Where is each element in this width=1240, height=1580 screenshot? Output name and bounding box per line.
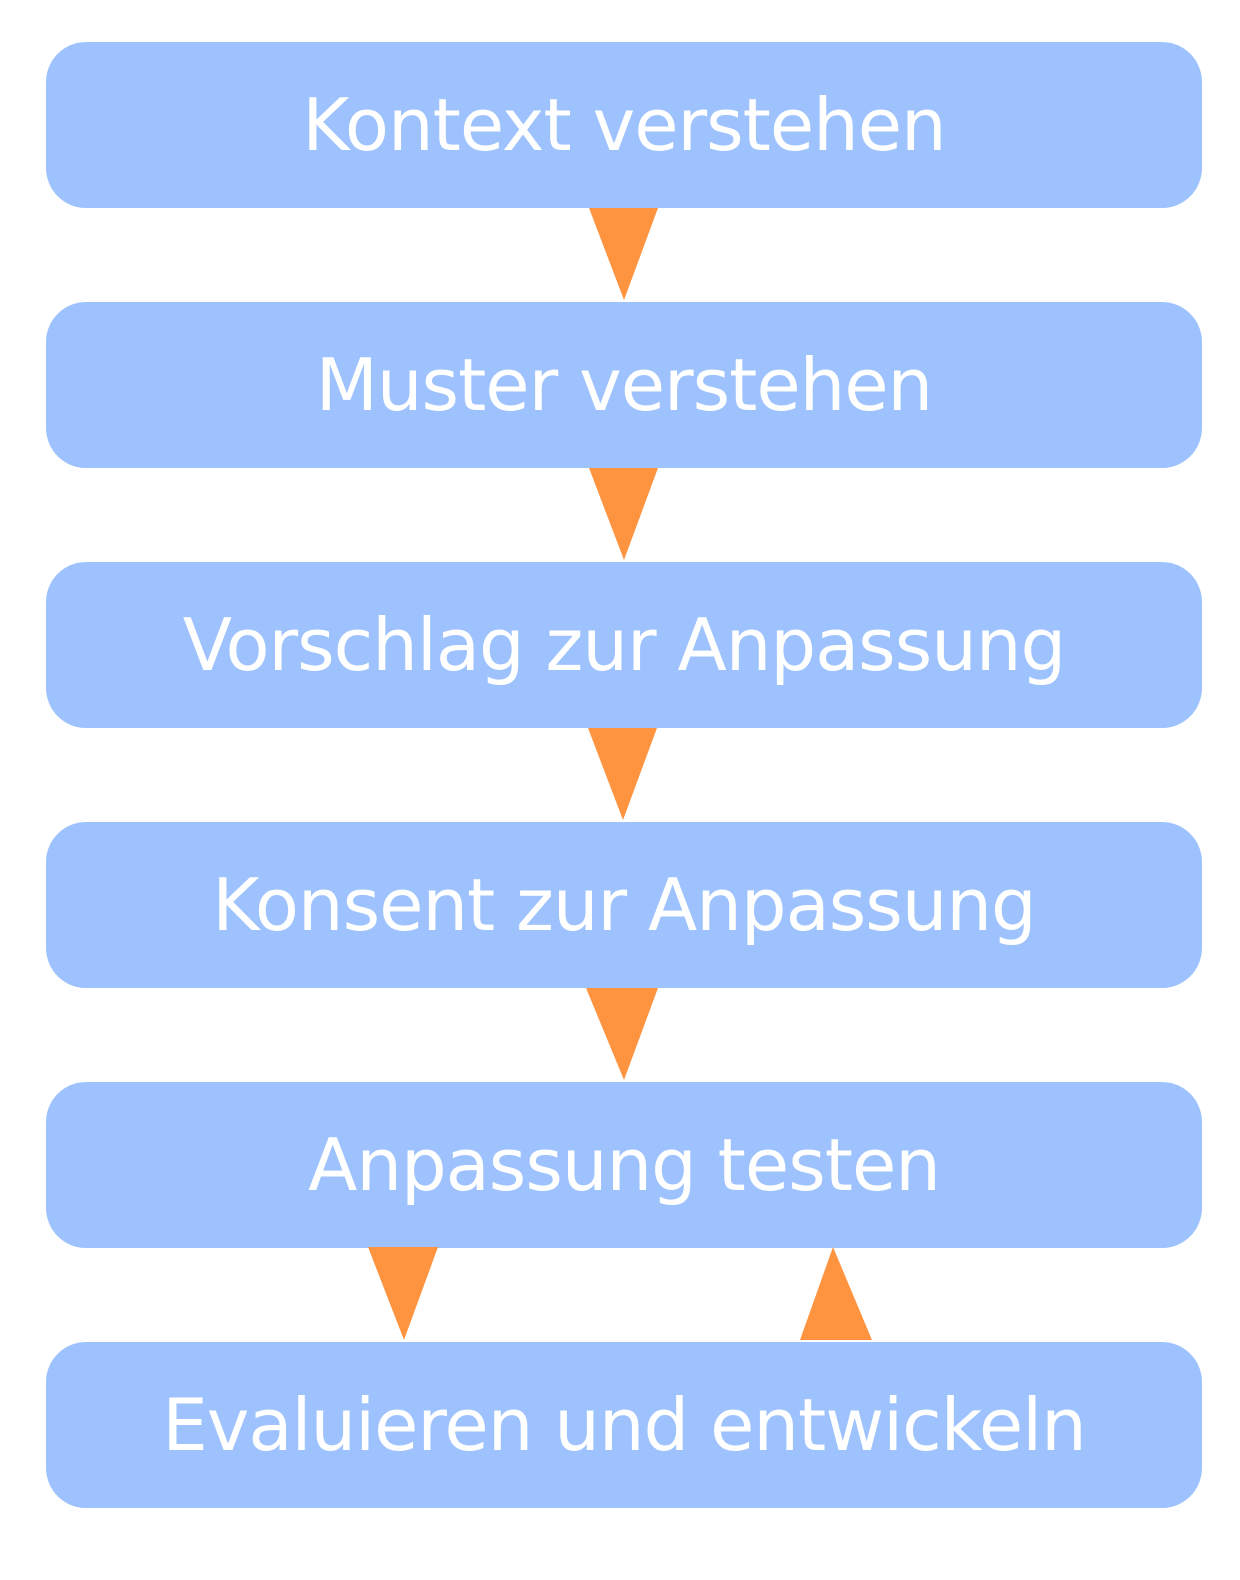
step-box-kontext-verstehen: Kontext verstehen — [46, 42, 1202, 208]
step-label: Evaluieren und entwickeln — [162, 1383, 1087, 1467]
step-box-vorschlag-zur-anpassung: Vorschlag zur Anpassung — [46, 562, 1202, 728]
step-box-anpassung-testen: Anpassung testen — [46, 1082, 1202, 1248]
arrow-down-icon — [589, 468, 658, 560]
step-label: Vorschlag zur Anpassung — [182, 603, 1066, 687]
step-box-evaluieren-und-entwickeln: Evaluieren und entwickeln — [46, 1342, 1202, 1508]
step-label: Konsent zur Anpassung — [212, 863, 1036, 947]
step-label: Anpassung testen — [308, 1123, 941, 1207]
arrow-down-icon — [589, 208, 658, 300]
arrow-down-icon — [368, 1247, 438, 1340]
arrow-up-icon — [800, 1247, 872, 1340]
step-label: Muster verstehen — [315, 343, 933, 427]
step-label: Kontext verstehen — [302, 83, 946, 167]
step-box-konsent-zur-anpassung: Konsent zur Anpassung — [46, 822, 1202, 988]
step-box-muster-verstehen: Muster verstehen — [46, 302, 1202, 468]
arrow-down-icon — [586, 988, 658, 1080]
arrow-down-icon — [588, 728, 657, 820]
